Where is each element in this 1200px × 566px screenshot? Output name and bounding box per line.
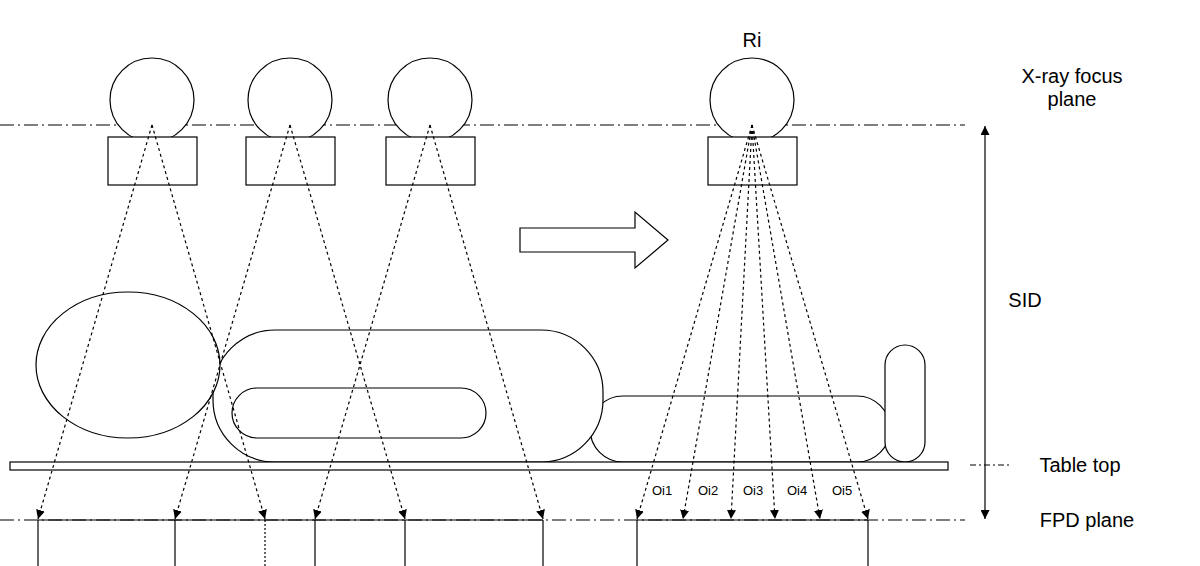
point-label: Oi1	[651, 484, 673, 499]
point-label: Oi5	[831, 484, 853, 499]
table-top	[10, 462, 948, 470]
dimension-label: SID	[1008, 289, 1041, 312]
xray-beam	[290, 125, 405, 519]
motion-arrow	[520, 212, 668, 268]
xray-tubes	[108, 58, 797, 185]
point-label: Oi4	[786, 484, 808, 499]
plane-label: FPD plane	[1040, 509, 1135, 532]
xray-beam	[430, 125, 543, 519]
xray-beam	[731, 125, 752, 519]
xray-beams	[38, 125, 868, 519]
xray-beam	[752, 125, 868, 519]
patient-outline	[36, 292, 925, 462]
tube-label: Ri	[743, 29, 762, 52]
xray-beam	[315, 125, 430, 519]
tabletop-line	[970, 464, 1010, 465]
plane-label: Table top	[1039, 454, 1120, 477]
xray-beam	[683, 125, 752, 519]
sid-arrow	[984, 126, 985, 519]
xray-beam	[637, 125, 752, 519]
point-label: Oi2	[697, 484, 719, 499]
xray-beam	[175, 125, 290, 519]
point-label: Oi3	[742, 484, 764, 499]
xray-beam	[38, 125, 152, 519]
fpd-detectors	[38, 520, 868, 566]
plane-label: X-ray focus plane	[1012, 65, 1132, 111]
xray-beam	[152, 125, 265, 519]
fpd-plane-line	[0, 519, 965, 520]
xray-beam	[752, 125, 775, 519]
